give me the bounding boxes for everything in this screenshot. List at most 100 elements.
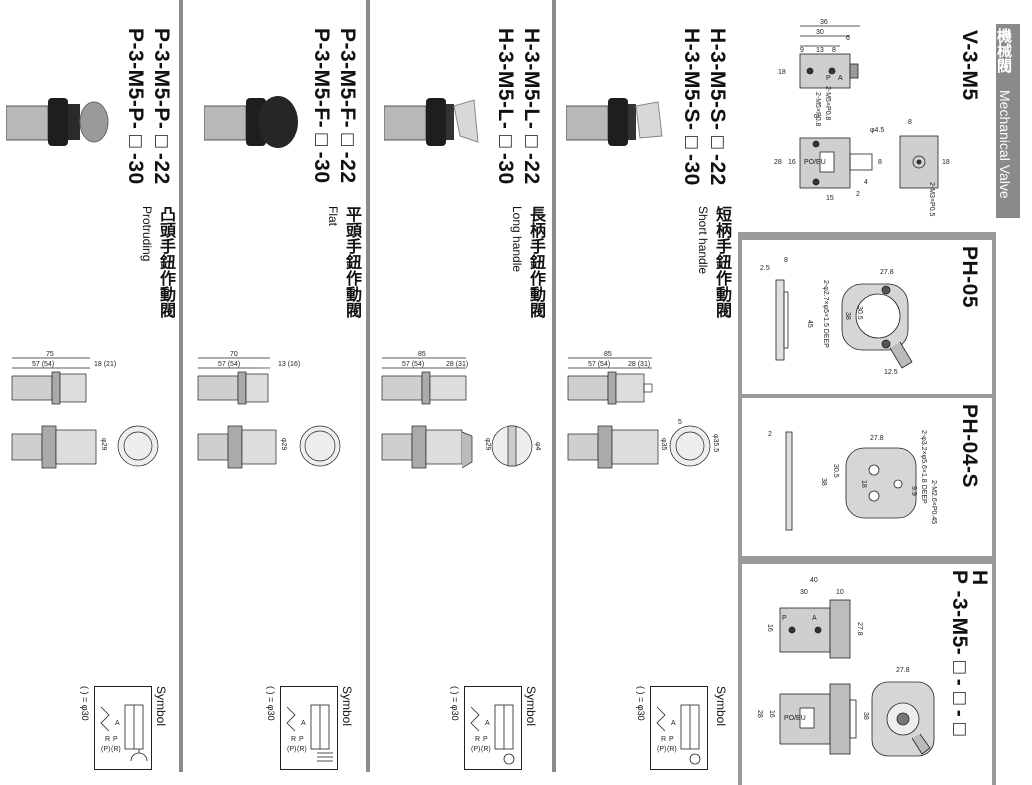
model-code-30: P-3-M5-P-□-30 [124, 28, 147, 185]
port-label: P [826, 75, 831, 82]
port-label: R [661, 736, 666, 743]
dim-label: 13 [816, 47, 824, 54]
dim-label: φ29 [484, 438, 491, 450]
dim-label: 27.8 [880, 269, 894, 276]
pneumatic-symbol: A R P (P) (R) [464, 686, 522, 770]
dim-label: 38 [844, 312, 851, 320]
dim-label: 28 [756, 710, 763, 718]
dim-label: φ35.5 [712, 434, 719, 452]
dim-label: φ29 [100, 438, 107, 450]
model-code-22: H-3-M5-L-□-22 [520, 28, 543, 185]
model-code-22: P-3-M5-P-□-22 [150, 28, 173, 185]
dim-label: 27.8 [896, 667, 910, 674]
port-label: A [812, 615, 817, 622]
dim-label: 30.5 [856, 306, 863, 320]
model-v-3-m5: V-3-M5 [958, 30, 981, 101]
product-name-cn: 短柄手鈕作動閥 [713, 206, 730, 318]
model-hp-line1: H [968, 570, 991, 586]
dim-label: 18 (21) [94, 361, 116, 368]
drawing-v-3-m5: 36 30 6 9 13 8 18 P A φ4.5 8 4 2 28 16 1… [774, 19, 950, 217]
symbol-label: Symbol [714, 686, 728, 727]
category-title-cn: 機械閥 [995, 28, 1012, 73]
symbol-label: Symbol [340, 686, 354, 727]
port-label: (R) [667, 746, 677, 753]
thread-label: 2-M3×P0.5 [928, 182, 935, 217]
dim-label: 30.5 [832, 464, 839, 478]
dim-label: 28 (31) [628, 361, 650, 368]
dim-label: 28 [774, 159, 782, 166]
thread-label: 2-M5×P0.8 [824, 86, 831, 121]
port-label: A [838, 75, 843, 82]
port-label: R [475, 736, 480, 743]
product-name-cn: 長柄手鈕作動閥 [527, 206, 544, 318]
symbol-label: Symbol [154, 686, 168, 727]
dim-label: 16 [766, 624, 773, 632]
product-name-en: Protruding [140, 206, 154, 262]
port-label: (P) [657, 746, 666, 753]
product-photo [384, 98, 479, 146]
dim-label: φ4.5 [870, 127, 884, 134]
dim-label: 45 [806, 320, 813, 328]
hole-spec: 2-φ2.7×φ5×1.5 DEEP [822, 280, 829, 348]
dim-label: 38 [862, 712, 869, 720]
category-tab: 機械閥 Mechanical Valve [992, 24, 1020, 218]
dim-label: 5 [678, 419, 682, 426]
dim-label: 30 [800, 589, 808, 596]
dim-label: 40 [810, 577, 818, 584]
dim-label: 27.8 [856, 622, 863, 636]
port-label: PO/EU [804, 159, 826, 166]
dim-label: 36 [820, 19, 828, 26]
dim-label: 2 [768, 431, 772, 438]
dim-label: 27.8 [870, 435, 884, 442]
drawing-ph-04-s: 2 27.8 2-φ3.2×φ5.6×1.8 DEEP 2-M2.6×P0.45… [768, 430, 937, 531]
product-name-en: Long handle [510, 206, 524, 273]
dim-label: 16 [768, 710, 775, 718]
drawing-hp-3-m5: 40 30 10 P A 27.8 PO/EU 16 27.8 28 16 38 [756, 577, 935, 757]
port-label: (P) [287, 746, 296, 753]
model-code-30: H-3-M5-L-□-30 [494, 28, 517, 185]
port-label: (R) [111, 746, 121, 753]
dim-label: 12.5 [884, 369, 898, 376]
column-divider [366, 0, 370, 772]
product-name-en: Short handle [696, 206, 710, 275]
dimension-drawing: 85 57 (54) 28 (31) 5 φ35 φ35.5 [567, 351, 719, 469]
symbol-note: ( ) = φ30 [266, 686, 276, 721]
dim-label: 13 (16) [278, 361, 300, 368]
dim-label: φ35 [660, 438, 667, 450]
column-divider [179, 0, 183, 772]
dim-label: 8 [878, 159, 882, 166]
product-photo [566, 98, 663, 146]
dim-label: 18 [860, 480, 867, 488]
column-divider [552, 0, 556, 772]
port-label: A [671, 720, 676, 727]
thread-label: 2-M2.6×P0.45 [930, 480, 937, 524]
pneumatic-symbol: A R P (P) (R) [280, 686, 338, 770]
pneumatic-symbol: A R P (P) (R) [650, 686, 708, 770]
dim-label: 9 [800, 47, 804, 54]
dim-label: 15 [826, 195, 834, 202]
dimension-drawing: 70 57 (54) 13 (16) φ29 [197, 351, 341, 469]
dim-label: 2.5 [760, 265, 770, 272]
dim-label: 75 [46, 351, 54, 358]
dimension-drawing: 75 57 (54) 18 (21) φ29 [11, 351, 159, 469]
dim-label: 6 [846, 35, 850, 42]
dim-label: 18 [942, 159, 950, 166]
port-label: P [782, 615, 787, 622]
symbol-label: Symbol [524, 686, 538, 727]
drawing-ph-05: 2.5 8 27.8 12.5 2-φ2.7×φ5×1.5 DEEP 30.5 … [760, 257, 913, 376]
pneumatic-symbol: A R P (P) (R) [94, 686, 152, 770]
dim-label: 9.9 [910, 486, 917, 496]
product-name-cn: 凸頭手鈕作動閥 [157, 206, 174, 318]
dim-label: 16 [788, 159, 796, 166]
port-label: P [299, 736, 304, 743]
model-ph-04-s: PH-04-S [958, 404, 981, 489]
dimension-drawing: 85 57 (54) 28 (31) φ29 φ4 [381, 351, 541, 469]
model-code-22: P-3-M5-F-□-22 [336, 28, 359, 184]
symbol-note: ( ) = φ30 [636, 686, 646, 721]
dim-label: 57 (54) [402, 361, 424, 368]
product-name-en: Flat [326, 206, 340, 227]
port-label: (R) [297, 746, 307, 753]
port-label: A [485, 720, 490, 727]
symbol-note: ( ) = φ30 [80, 686, 90, 721]
dim-label: 10 [836, 589, 844, 596]
